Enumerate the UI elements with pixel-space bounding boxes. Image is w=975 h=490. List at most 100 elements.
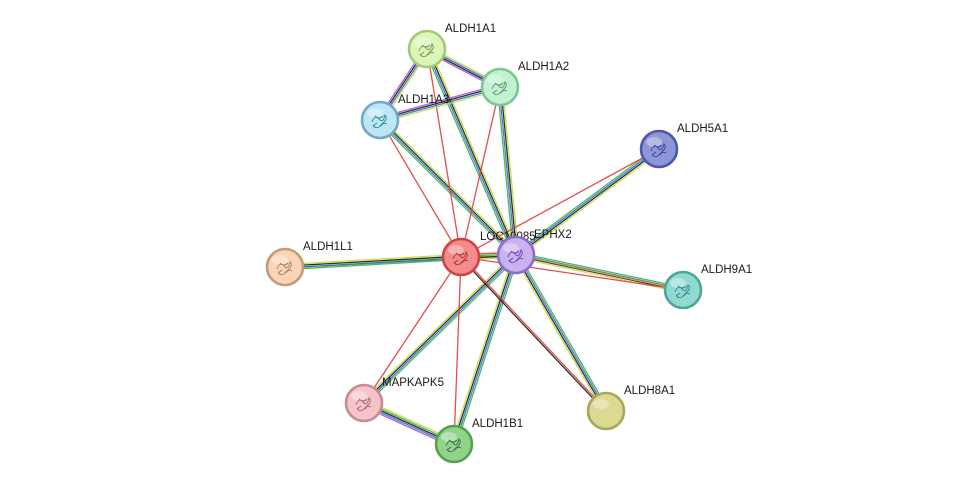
edge-evidence-line xyxy=(365,256,519,406)
protein-structure-icon xyxy=(371,114,388,129)
edge-evidence-line xyxy=(427,48,518,255)
edge-loc100859-aldh1a3 xyxy=(379,119,462,258)
edge-evidence-line xyxy=(362,253,516,403)
edge-ephx2-aldh9a1 xyxy=(515,251,684,294)
node-circle[interactable] xyxy=(586,391,626,431)
edge-evidence-line xyxy=(379,119,462,258)
node-aldh1l1[interactable]: ALDH1L1 xyxy=(265,241,353,287)
protein-structure-icon xyxy=(452,251,469,266)
edge-evidence-line xyxy=(425,49,516,256)
edge-evidence-line xyxy=(377,121,515,258)
protein-structure-icon xyxy=(507,249,524,264)
edge-evidence-line xyxy=(517,253,609,411)
edge-evidence-line xyxy=(426,48,462,258)
edge-evidence-line xyxy=(363,256,462,404)
protein-structure-icon xyxy=(674,284,691,299)
node-aldh1a1[interactable]: ALDH1A1 xyxy=(407,23,496,69)
edge-loc100859-aldh1b1 xyxy=(453,256,462,445)
edge-loc100859-aldh1a1 xyxy=(426,48,462,258)
protein-structure-icon xyxy=(650,143,667,158)
edge-aldh1a2-aldh1a3 xyxy=(379,83,501,124)
edge-evidence-line xyxy=(515,255,683,292)
edge-loc100859-mapkapk5 xyxy=(363,256,462,404)
node-aldh5a1[interactable]: ALDH5A1 xyxy=(639,123,728,169)
protein-structure-icon xyxy=(355,397,372,412)
edge-loc100859-aldh5a1 xyxy=(460,148,660,258)
node-aldh9a1[interactable]: ALDH9A1 xyxy=(663,264,752,310)
node-label: ALDH1L1 xyxy=(303,241,353,253)
node-highlight xyxy=(272,255,288,265)
edge-evidence-line xyxy=(450,254,515,444)
node-ephx2[interactable]: EPHX2 xyxy=(496,229,572,275)
edge-evidence-line xyxy=(454,255,518,445)
edge-ephx2-aldh8a1 xyxy=(513,253,609,413)
edge-evidence-line xyxy=(515,256,683,294)
edge-evidence-line xyxy=(516,254,608,411)
edge-evidence-line xyxy=(378,120,516,257)
node-label: ALDH1A1 xyxy=(445,23,496,35)
node-highlight xyxy=(646,137,662,147)
node-highlight xyxy=(593,399,609,409)
edge-evidence-line xyxy=(500,86,518,255)
edge-evidence-line xyxy=(515,254,684,291)
edge-evidence-line xyxy=(460,256,684,291)
edge-evidence-line xyxy=(515,147,659,255)
node-label: ALDH8A1 xyxy=(624,385,675,397)
edge-evidence-line xyxy=(361,252,515,402)
edge-loc100859-aldh1l1 xyxy=(284,253,462,271)
edge-evidence-line xyxy=(284,253,461,266)
protein-structure-icon xyxy=(445,438,462,453)
edge-evidence-line xyxy=(514,255,606,412)
edge-evidence-line xyxy=(380,88,501,124)
node-label: ALDH5A1 xyxy=(677,123,728,135)
edge-evidence-line xyxy=(285,257,462,269)
edge-evidence-line xyxy=(498,87,516,256)
node-aldh1b1[interactable]: ALDH1B1 xyxy=(434,418,523,464)
edge-layer xyxy=(284,46,684,448)
edge-evidence-line xyxy=(379,85,500,120)
node-highlight xyxy=(367,108,383,118)
edge-loc100859-aldh9a1 xyxy=(460,256,684,291)
edge-evidence-line xyxy=(379,83,500,119)
edge-evidence-line xyxy=(496,87,515,256)
edge-evidence-line xyxy=(424,49,515,257)
edge-evidence-line xyxy=(514,146,658,254)
edge-evidence-line xyxy=(516,149,660,257)
protein-structure-icon xyxy=(491,81,508,96)
edge-ephx2-aldh1a1 xyxy=(424,47,519,257)
edge-evidence-line xyxy=(364,255,518,405)
protein-structure-icon xyxy=(418,43,435,58)
node-aldh8a1[interactable]: ALDH8A1 xyxy=(586,385,675,431)
node-label: ALDH1A3 xyxy=(398,94,449,106)
edge-ephx2-mapkapk5 xyxy=(361,252,519,406)
node-highlight xyxy=(448,245,464,255)
edge-evidence-line xyxy=(380,87,501,122)
node-label: ALDH1B1 xyxy=(472,418,523,430)
node-mapkapk5[interactable]: MAPKAPK5 xyxy=(344,377,444,423)
node-label: ALDH9A1 xyxy=(701,264,752,276)
edge-evidence-line xyxy=(380,118,518,255)
node-layer: LOC10085EPHX2ALDH1A1ALDH1A2ALDH1A3ALDH5A… xyxy=(265,23,752,464)
edge-evidence-line xyxy=(428,47,519,255)
edge-evidence-line xyxy=(452,254,516,444)
edge-evidence-line xyxy=(516,251,684,289)
edge-evidence-line xyxy=(453,256,462,445)
node-highlight xyxy=(670,278,686,288)
edge-evidence-line xyxy=(513,255,605,413)
edge-evidence-line xyxy=(516,253,684,290)
edge-evidence-line xyxy=(517,150,661,258)
edge-ephx2-aldh1b1 xyxy=(450,254,520,445)
node-label: ALDH1A2 xyxy=(518,61,569,73)
edge-loc100859-aldh1a2 xyxy=(460,86,501,258)
node-highlight xyxy=(441,432,457,442)
edge-ephx2-aldh5a1 xyxy=(514,146,661,258)
node-highlight xyxy=(503,243,519,253)
edge-evidence-line xyxy=(455,255,520,445)
node-aldh1a3[interactable]: ALDH1A3 xyxy=(360,94,449,140)
edge-evidence-line xyxy=(285,258,462,271)
node-highlight xyxy=(351,391,367,401)
node-aldh1a2[interactable]: ALDH1A2 xyxy=(480,61,569,107)
node-highlight xyxy=(487,75,503,85)
